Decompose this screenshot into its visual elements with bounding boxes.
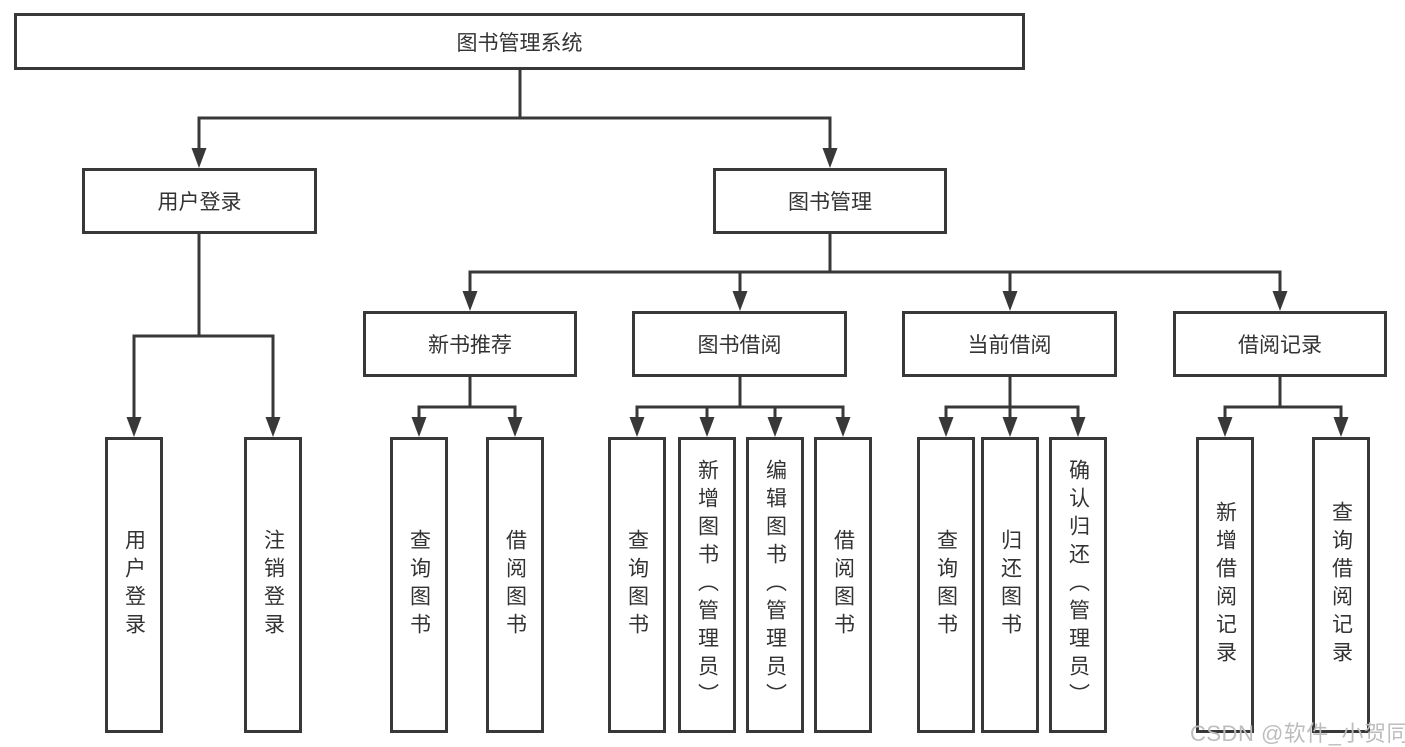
node-query-books-current: 查询图书 — [917, 437, 975, 733]
node-add-books-admin: 新增图书（管理员） — [678, 437, 736, 733]
node-current-borrow: 当前借阅 — [902, 311, 1117, 377]
node-add-borrow-record: 新增借阅记录 — [1196, 437, 1254, 733]
wire-book-management-sections — [462, 232, 1288, 311]
node-label: 确认归还（管理员） — [1066, 459, 1090, 711]
wire-borrow-records-children — [1217, 375, 1349, 437]
node-book-borrow: 图书借阅 — [632, 311, 847, 377]
node-query-books-borrow: 查询图书 — [608, 437, 666, 733]
node-label: 查询图书 — [407, 529, 431, 641]
node-label: 新增借阅记录 — [1213, 501, 1237, 669]
node-book-management-branch: 图书管理 — [713, 168, 947, 234]
node-query-books-recommend: 查询图书 — [390, 437, 448, 733]
node-label: 借阅图书 — [503, 529, 527, 641]
node-label: 查询借阅记录 — [1329, 501, 1353, 669]
node-logout-leaf: 注销登录 — [244, 437, 302, 733]
node-label: 编辑图书（管理员） — [763, 459, 787, 711]
node-new-book-recommend: 新书推荐 — [363, 311, 577, 377]
watermark-text: CSDN @软件_小贺同学 — [1190, 721, 1405, 746]
wire-root-to-level2 — [191, 68, 838, 168]
node-user-login-leaf: 用户登录 — [105, 437, 163, 733]
wire-book-borrow-children — [629, 375, 851, 437]
node-query-borrow-record: 查询借阅记录 — [1312, 437, 1370, 733]
node-borrow-books-recommend: 借阅图书 — [486, 437, 544, 733]
node-label: 注销登录 — [261, 529, 285, 641]
node-confirm-return-admin: 确认归还（管理员） — [1049, 437, 1107, 733]
node-borrow-records: 借阅记录 — [1173, 311, 1387, 377]
node-edit-books-admin: 编辑图书（管理员） — [746, 437, 804, 733]
node-label: 借阅图书 — [831, 529, 855, 641]
node-label: 查询图书 — [934, 529, 958, 641]
node-borrow-books-leaf: 借阅图书 — [814, 437, 872, 733]
node-return-books: 归还图书 — [981, 437, 1039, 733]
node-library-system: 图书管理系统 — [14, 13, 1025, 70]
node-label: 查询图书 — [625, 529, 649, 641]
node-label: 新增图书（管理员） — [695, 459, 719, 711]
node-label: 归还图书 — [998, 529, 1022, 641]
node-label: 用户登录 — [122, 529, 146, 641]
node-user-login-branch: 用户登录 — [82, 168, 317, 234]
wire-user-login-children — [126, 232, 281, 437]
wire-current-borrow-children — [938, 375, 1086, 437]
wire-new-book-recommend-children — [411, 375, 523, 437]
